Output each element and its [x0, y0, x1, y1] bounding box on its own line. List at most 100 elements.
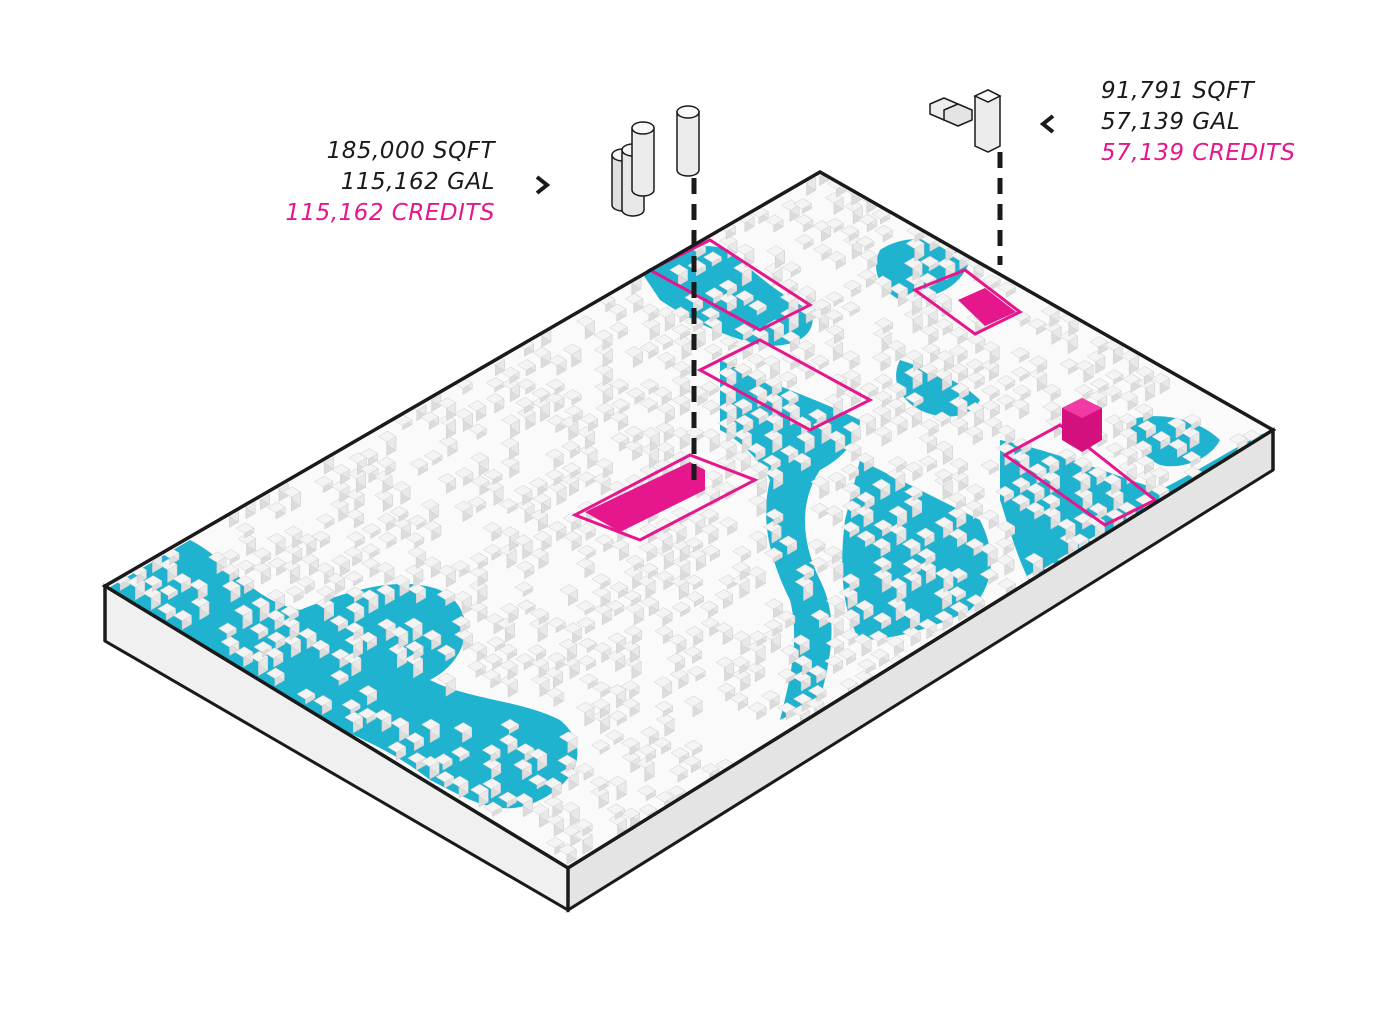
building-face	[604, 729, 624, 741]
left-gal: 115,162 GAL	[340, 169, 495, 195]
building-face	[482, 522, 502, 534]
building-face	[467, 496, 487, 508]
building-face	[407, 752, 427, 764]
building-face	[577, 655, 597, 667]
building-face	[546, 652, 566, 664]
building-face	[282, 486, 302, 498]
building-face	[500, 718, 520, 731]
building-face	[652, 737, 672, 749]
building-face	[403, 617, 423, 629]
building-face	[513, 484, 533, 497]
building-face	[173, 609, 192, 622]
building-face	[561, 801, 580, 813]
building-face	[389, 626, 409, 638]
building-face	[591, 739, 610, 751]
proposed-towers-right	[929, 89, 1002, 153]
building-face	[532, 530, 552, 543]
building-face	[500, 456, 520, 468]
building-face	[639, 562, 659, 574]
building-face	[574, 762, 594, 775]
building-face	[807, 665, 827, 677]
building-face	[314, 475, 334, 487]
building-face	[576, 616, 596, 628]
building-face	[359, 448, 379, 460]
building-face	[684, 574, 704, 586]
building-face	[839, 677, 858, 690]
building-face	[422, 556, 441, 568]
building-face	[683, 695, 703, 707]
building-face	[329, 669, 349, 681]
building-face	[747, 701, 767, 713]
building-face	[390, 717, 410, 729]
building-face	[625, 554, 645, 566]
building-face	[653, 676, 673, 688]
building-face	[498, 734, 518, 746]
building-face	[498, 791, 517, 803]
building-blocks	[111, 172, 1273, 865]
building-face	[284, 585, 304, 597]
building-face	[453, 722, 473, 734]
building-face	[716, 682, 736, 694]
building-face	[592, 642, 612, 654]
building-face	[438, 435, 458, 448]
building-face	[390, 574, 410, 586]
building-face	[514, 581, 534, 593]
building-face	[358, 631, 378, 643]
building-face	[422, 520, 442, 532]
building-face	[437, 672, 456, 685]
building-face	[266, 631, 286, 643]
building-face	[543, 777, 562, 789]
building-face	[346, 531, 365, 543]
building-face	[653, 607, 673, 619]
building-face	[579, 673, 598, 685]
building-face	[589, 776, 609, 788]
building-face	[376, 584, 395, 596]
building-face	[264, 647, 284, 659]
building-face	[220, 549, 240, 561]
building-face	[575, 701, 595, 714]
building-face	[777, 702, 797, 714]
building-face	[249, 622, 269, 635]
building-face	[387, 741, 407, 753]
building-face	[435, 771, 455, 783]
building-face	[609, 581, 629, 593]
building-face	[606, 650, 626, 662]
building-face	[591, 698, 611, 710]
building-face	[405, 732, 425, 744]
building-face	[513, 759, 532, 771]
building-face	[469, 552, 489, 564]
building-face	[359, 589, 379, 601]
building-face	[729, 692, 749, 704]
building-face	[607, 632, 627, 644]
building-face	[792, 671, 811, 683]
building-face	[450, 746, 470, 758]
building-face	[700, 762, 720, 775]
building-face	[310, 639, 330, 651]
building-face	[470, 475, 490, 487]
building-face	[515, 743, 535, 755]
building-face	[376, 456, 396, 468]
building-face	[453, 500, 473, 512]
building-face	[450, 560, 470, 572]
building-face	[546, 616, 566, 629]
building-face	[469, 566, 488, 578]
building-face	[667, 633, 687, 645]
building-face	[142, 587, 161, 599]
building-face	[389, 506, 409, 518]
building-face	[513, 534, 533, 546]
building-face	[683, 646, 703, 658]
building-face	[557, 843, 577, 855]
building-face	[544, 687, 564, 699]
building-face	[360, 557, 380, 569]
left-sqft: 185,000 SQFT	[326, 138, 495, 164]
building-face	[561, 825, 581, 837]
building-face	[563, 622, 583, 634]
building-face	[638, 541, 657, 553]
building-face	[623, 625, 643, 637]
building-face	[469, 783, 489, 796]
building-face	[529, 509, 549, 521]
building-face	[375, 562, 395, 574]
building-face	[236, 559, 256, 571]
building-face	[266, 532, 286, 545]
